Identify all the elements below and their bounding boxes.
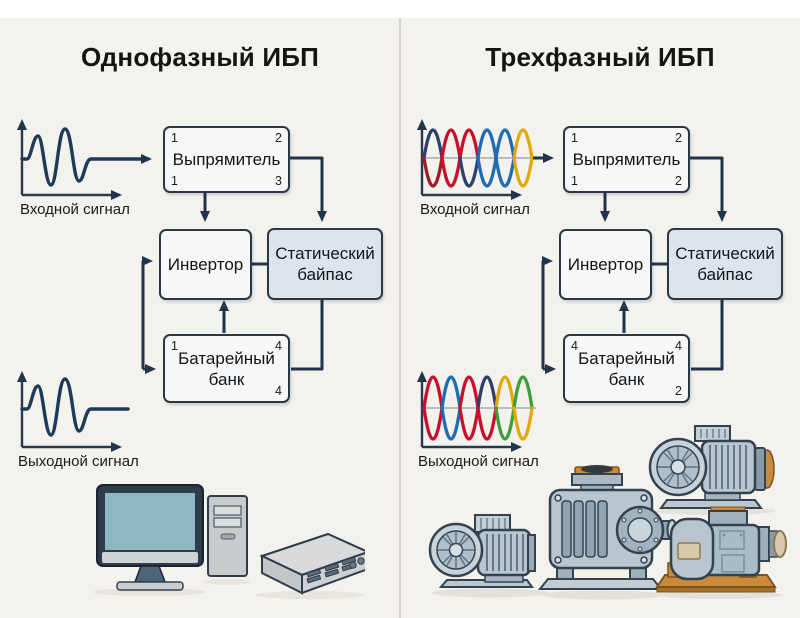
input-waveform-single: [17, 119, 152, 200]
static-bypass-label: Статический байпас: [675, 244, 775, 284]
panel-title-three-phase: Трехфазный ИБП: [485, 42, 715, 72]
three-phase-diagram-lines: [417, 119, 727, 452]
pump-skid-icon: [655, 506, 787, 593]
ups-comparison-infographic: Однофазный ИБП: [0, 18, 800, 618]
panel-title-single-phase: Однофазный ИБП: [80, 42, 320, 72]
gearbox-icon: [537, 465, 678, 590]
corner-number: 1: [171, 174, 178, 188]
inverter-node: Инвертор: [559, 229, 652, 300]
three-phase-loads: [428, 425, 787, 600]
rectifier-label: Выпрямитель: [172, 150, 281, 169]
rectifier-label: Выпрямитель: [572, 150, 681, 169]
single-phase-loads: [93, 484, 365, 599]
input-signal-label: Входной сигнал: [20, 201, 130, 218]
corner-number: 2: [675, 131, 682, 145]
rectifier-node: 1 2 1 2 Выпрямитель: [563, 126, 690, 193]
corner-number: 2: [675, 384, 682, 398]
single-phase-diagram-lines: [17, 119, 327, 452]
output-waveform-three-phase: [417, 371, 536, 452]
inverter-label: Инвертор: [167, 255, 244, 274]
panel-divider: [399, 18, 401, 618]
mini-desktop-icon: [259, 532, 365, 595]
corner-number: 2: [275, 131, 282, 145]
battery-bank-node: 4 4 2 Батарейный банк: [563, 334, 690, 403]
corner-number: 2: [675, 174, 682, 188]
input-signal-label: Входной сигнал: [420, 201, 530, 218]
corner-number: 4: [275, 339, 282, 353]
static-bypass-node: Статический байпас: [267, 228, 383, 300]
corner-number: 1: [571, 131, 578, 145]
output-signal-label: Выходной сигнал: [418, 453, 539, 470]
battery-bank-label: Батарейный банк: [178, 348, 275, 389]
corner-number: 4: [571, 339, 578, 353]
single-phase-panel: Однофазный ИБП: [0, 18, 400, 618]
static-bypass-label: Статический байпас: [275, 244, 375, 284]
inverter-label: Инвертор: [567, 255, 644, 274]
corner-number: 1: [171, 339, 178, 353]
monitor-icon: [96, 484, 204, 591]
corner-number: 4: [675, 339, 682, 353]
corner-number: 1: [171, 131, 178, 145]
battery-bank-node: 1 4 4 Батарейный банк: [163, 334, 290, 403]
tower-pc-icon: [207, 495, 248, 577]
rectifier-node: 1 2 1 3 Выпрямитель: [163, 126, 290, 193]
electric-motor-icon: [648, 425, 775, 509]
output-waveform-single: [17, 371, 130, 452]
electric-motor-icon: [428, 514, 536, 588]
corner-number: 1: [571, 174, 578, 188]
three-phase-panel: Трехфазный ИБП: [400, 18, 800, 618]
corner-number: 4: [275, 384, 282, 398]
battery-bank-label: Батарейный банк: [578, 348, 675, 389]
corner-number: 3: [275, 174, 282, 188]
input-waveform-three-phase: [417, 119, 554, 200]
static-bypass-node: Статический байпас: [667, 228, 783, 300]
inverter-node: Инвертор: [159, 229, 252, 300]
output-signal-label: Выходной сигнал: [18, 453, 139, 470]
